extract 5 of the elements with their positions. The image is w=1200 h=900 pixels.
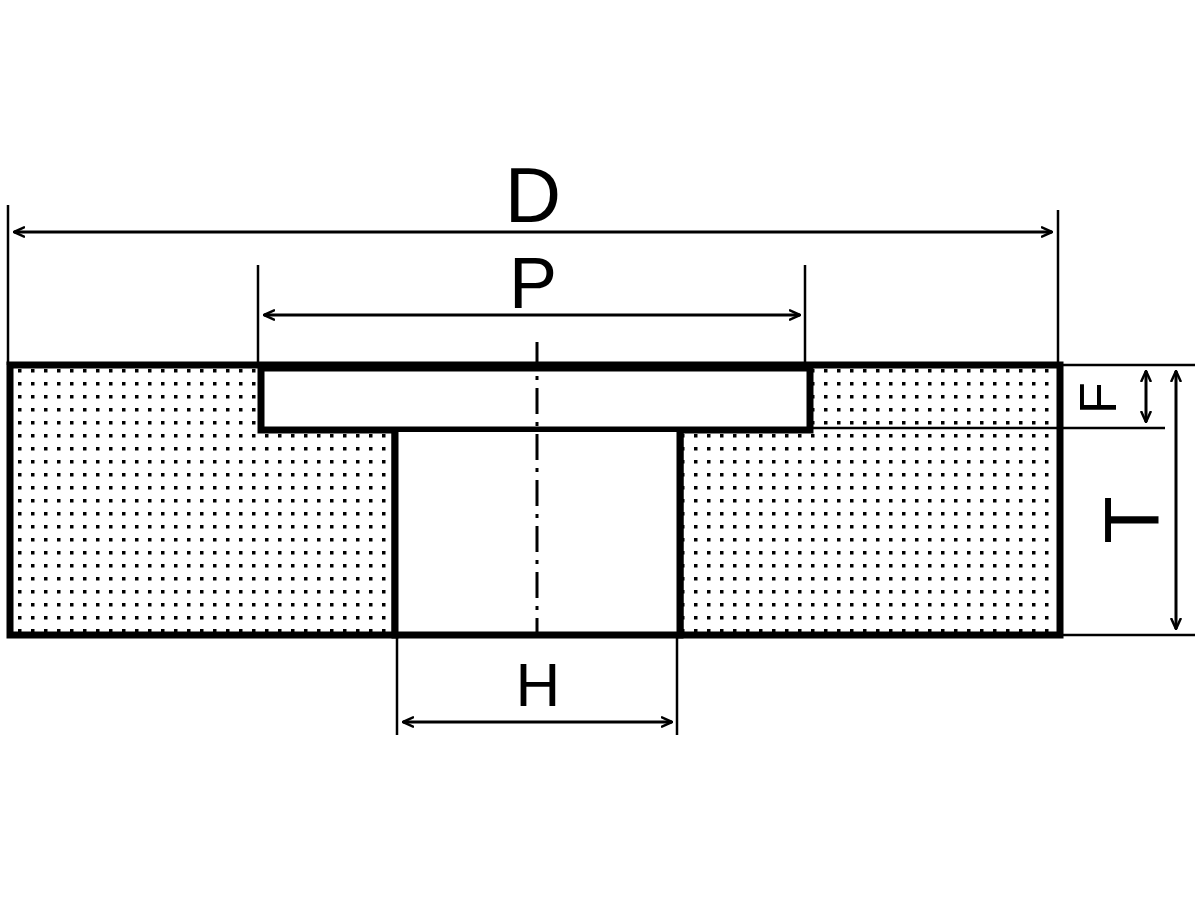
dimension-label: T [1093, 496, 1171, 544]
dimension-label: H [515, 654, 561, 716]
dimension-label: F [1072, 382, 1124, 414]
dimension-label: D [504, 156, 562, 234]
dimension-label: P [509, 247, 557, 319]
